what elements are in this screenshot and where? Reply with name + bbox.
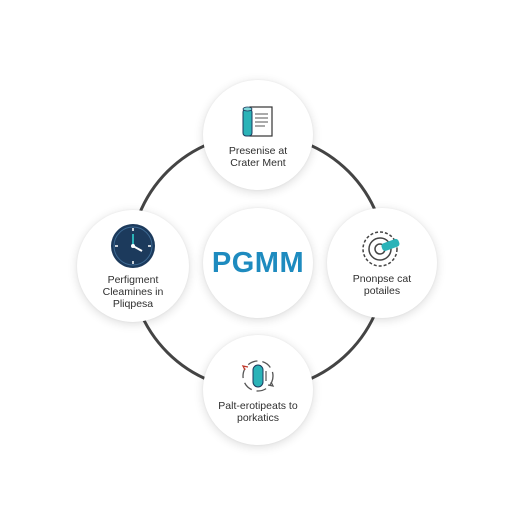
node-left-line2: Cleamines in	[102, 286, 164, 298]
node-top-line2: Crater Ment	[230, 157, 286, 169]
node-top-line1: Presenise at	[228, 145, 288, 157]
node-bottom-line2: porkatics	[236, 412, 279, 424]
center-title: PGMM	[211, 246, 305, 279]
node-top: Presenise at Crater Ment	[203, 80, 313, 190]
node-center: PGMM	[203, 208, 313, 318]
node-left-line1: Perfigment	[107, 274, 159, 286]
node-right-line1: Pnonpse cat	[352, 273, 412, 285]
node-left-label: Perfigment Cleamines in Pliqpesa	[103, 274, 164, 310]
node-left-line3: Pliqpesa	[112, 298, 154, 310]
node-left: Perfigment Cleamines in Pliqpesa	[77, 210, 189, 322]
node-bottom-label: Palt-erotipeats to porkatics	[218, 400, 297, 424]
node-bottom: Palt-erotipeats to porkatics	[203, 335, 313, 445]
node-right: Pnonpse cat potailes	[327, 208, 437, 318]
clock-icon	[109, 222, 157, 270]
capsule-cycle-icon	[238, 356, 278, 396]
document-scroll-icon	[238, 101, 278, 141]
node-right-line2: potailes	[363, 285, 401, 297]
node-top-label: Presenise at Crater Ment	[229, 145, 287, 169]
node-bottom-line1: Palt-erotipeats to	[218, 400, 298, 412]
node-right-label: Pnonpse cat potailes	[353, 273, 411, 297]
target-dial-icon	[360, 229, 404, 269]
